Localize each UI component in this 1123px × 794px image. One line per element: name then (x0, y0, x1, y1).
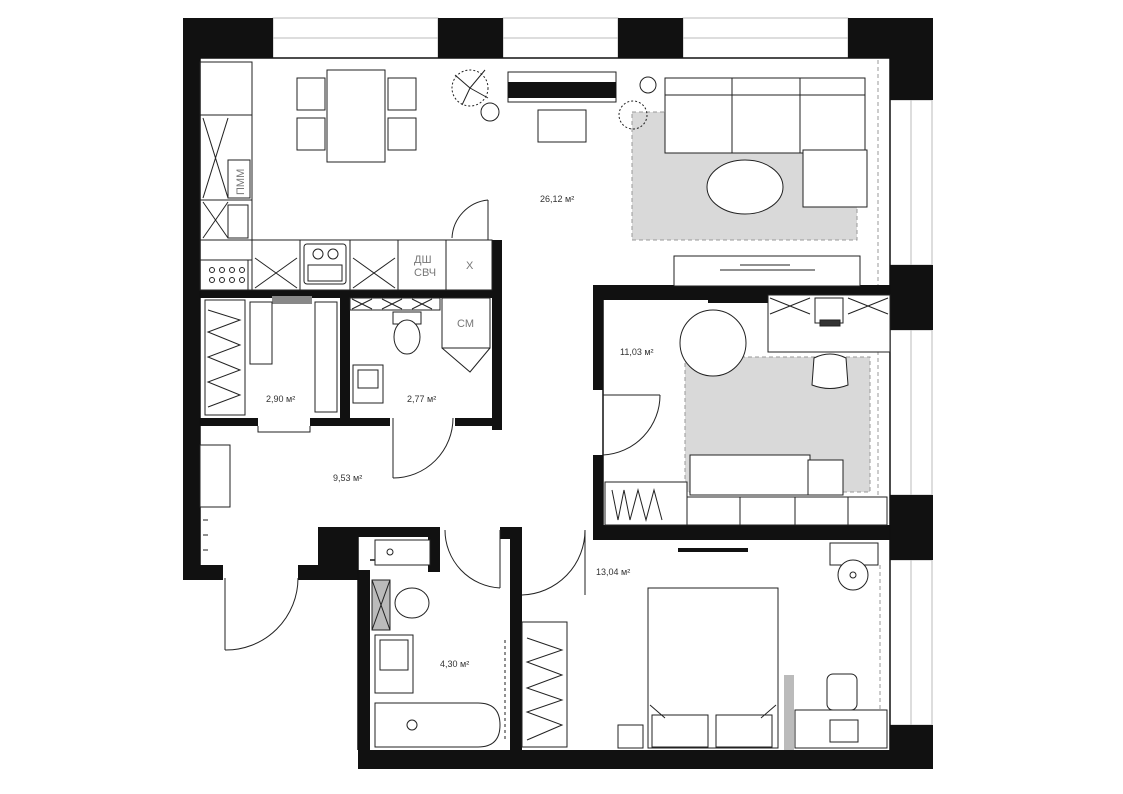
study-sofa (689, 454, 844, 496)
bedroom-wardrobe (504, 621, 568, 748)
coffee-table (537, 109, 587, 143)
bedroom-door (521, 529, 586, 596)
room-area-hall: 9,53 м² (333, 473, 362, 483)
study-chair (811, 353, 849, 389)
appliance-dishwasher-label-2: СВЧ (414, 267, 436, 279)
study-wardrobe (604, 481, 888, 526)
room-area-study: 11,03 м² (620, 347, 654, 357)
appliance-washer-label: СМ (457, 318, 474, 330)
kitchen-cabinets (199, 61, 493, 291)
bedroom-desk (784, 542, 888, 750)
plant-left (451, 69, 500, 122)
study-desk (767, 294, 891, 353)
appliance-oven-label: ПММ (235, 169, 247, 195)
room-area-living-kitchen: 26,12 м² (540, 194, 574, 204)
living-oval-table (706, 159, 784, 215)
sofa (664, 77, 868, 208)
study-round-table (679, 309, 747, 377)
room-area-wc: 2,77 м² (407, 394, 436, 404)
dining-set (296, 69, 417, 163)
appliance-fridge-label: Х (466, 260, 474, 272)
kitchen-hood-strip (272, 296, 312, 304)
bathroom-door (444, 529, 501, 589)
thin-walls (199, 57, 891, 750)
room-area-wardrobe: 2,90 м² (266, 394, 295, 404)
walls (183, 18, 933, 769)
plant-right (618, 76, 657, 130)
study-door (602, 394, 661, 456)
bathroom-fixtures (371, 539, 501, 748)
appliance-dishwasher-label-1: ДШ (414, 254, 432, 266)
room-area-bathroom: 4,30 м² (440, 659, 469, 669)
room-area-bedroom: 13,04 м² (596, 567, 630, 577)
bed (617, 587, 779, 749)
bedroom-tv (678, 548, 748, 552)
kitchen-door (451, 199, 489, 240)
closet-wardrobe (204, 299, 338, 416)
hall-cabinet (199, 444, 231, 551)
tv-console (507, 71, 617, 103)
wc-fixtures (349, 297, 491, 404)
tv-cabinet (673, 255, 861, 287)
hall-doors (224, 417, 454, 651)
